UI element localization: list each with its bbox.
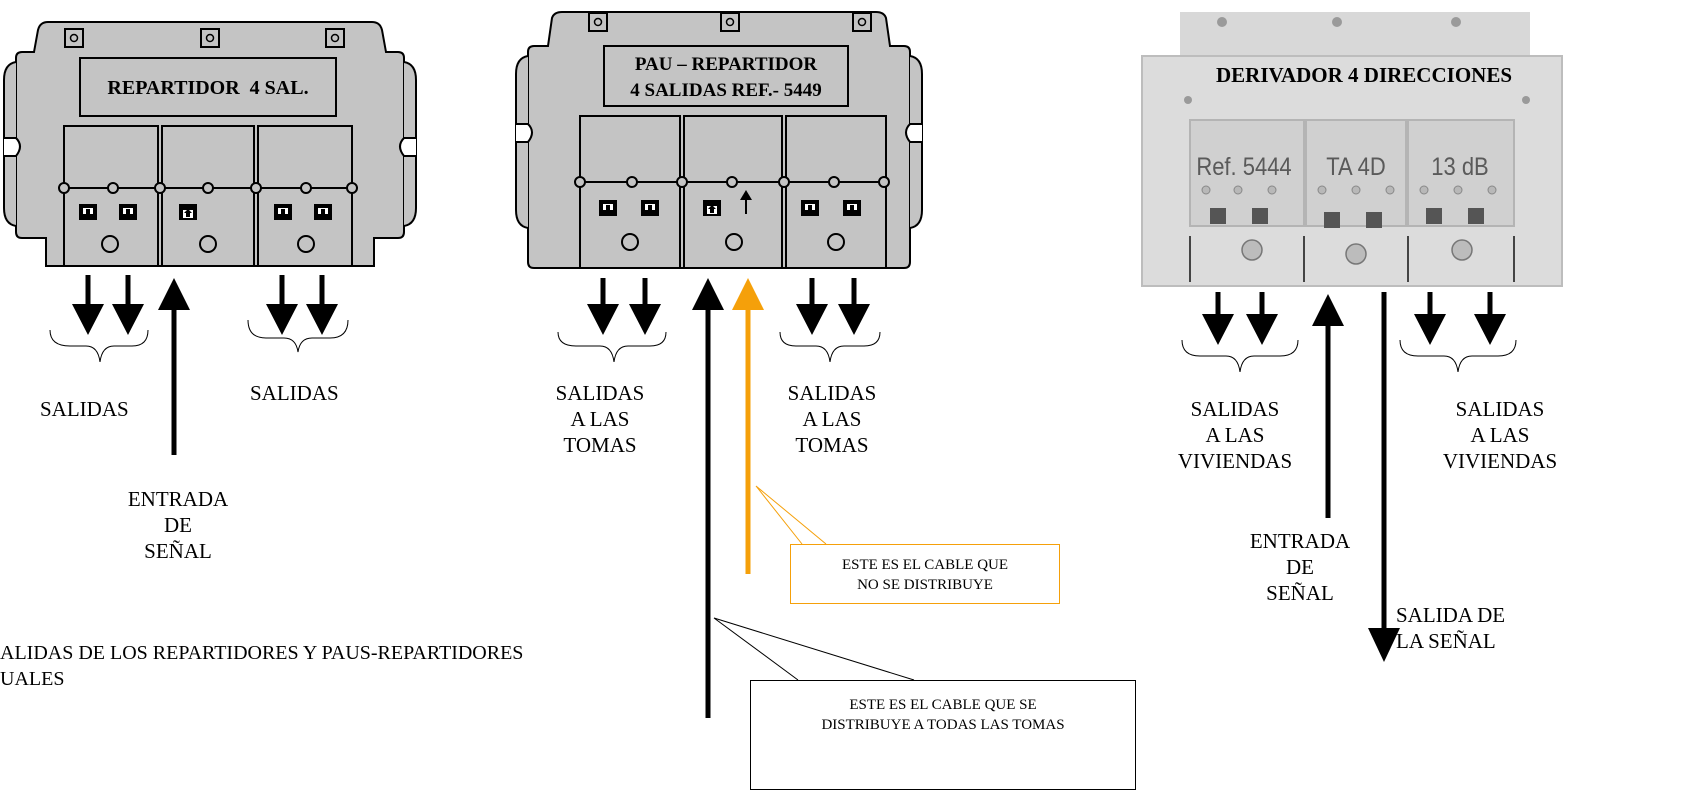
pau-brace-left [557,331,667,363]
rep-brace-right [247,319,349,353]
der-output-arrow [1474,292,1506,345]
pau-title-line2: 4 SALIDAS REF.- 5449 [630,80,821,101]
pau-output-arrow [838,278,870,335]
der-output-arrow [1202,292,1234,345]
pau-device: PAU – REPARTIDOR 4 SALIDAS REF.- 5449 [515,11,923,269]
derivador-attenuation: 13 dB [1431,153,1488,181]
der-brace-left [1181,339,1299,373]
repartidor-arrows [49,275,349,455]
rep-output-arrow [72,275,104,335]
pau-brace-right [779,331,881,363]
repartidor-title: REPARTIDOR 4 SAL. [107,77,308,99]
pau-output-arrow [629,278,661,335]
der-input-arrow [1312,294,1344,518]
rep-brace-left [49,329,149,363]
rep-input-arrow [158,278,190,455]
derivador-ref: Ref. 5444 [1196,153,1291,181]
derivador-device: Ref. 5444 TA 4D 13 dB DERIVADOR 4 DIRECC… [1141,12,1563,287]
rep-output-arrow [112,275,144,335]
derivador-arrows [1181,292,1517,662]
derivador-title: DERIVADOR 4 DIRECCIONES [1216,63,1512,87]
pau-title-line1: PAU – REPARTIDOR [635,54,818,75]
rep-salidas-right-label: SALIDAS [250,381,339,405]
bottom-note: ALIDAS DE LOS REPARTIDORES Y PAUS-REPART… [0,642,524,690]
der-output-arrow [1246,292,1278,345]
repartidor-device: REPARTIDOR 4 SAL. [3,21,417,267]
der-output-signal-arrow [1368,292,1400,662]
der-output-arrow [1414,292,1446,345]
pau-output-arrow [587,278,619,335]
callout-orange-pointer [755,485,827,545]
pau-output-arrow [796,278,828,335]
callout-black-pointer [713,617,915,681]
derivador-model: TA 4D [1326,153,1385,181]
pau-orange-cable-arrow [732,278,764,574]
rep-output-arrow [266,275,298,335]
der-brace-right [1399,339,1517,373]
rep-salidas-left-label: SALIDAS [40,397,129,421]
rep-output-arrow [306,275,338,335]
pau-arrows [557,278,915,718]
pau-main-cable-arrow [692,278,724,718]
